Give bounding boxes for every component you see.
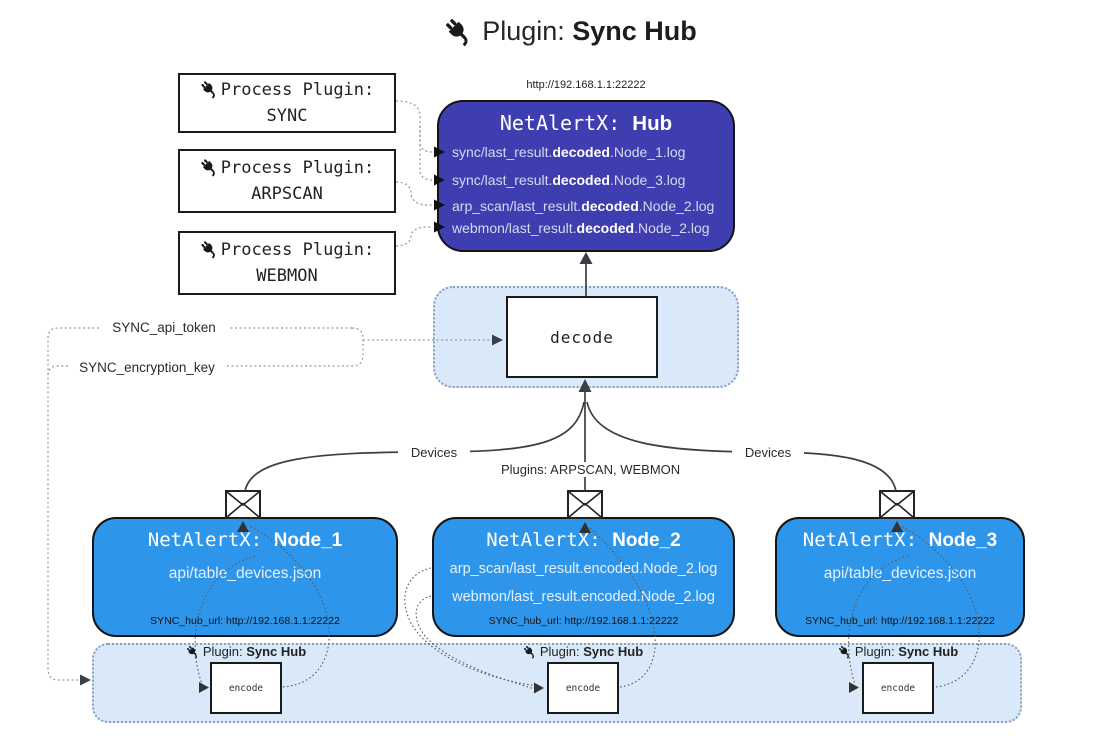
hub-box: NetAlertX: Hub sync/last_result.decoded.… [437,100,735,252]
edge-label-plugins-mid: Plugins: ARPSCAN, WEBMON [498,462,680,477]
edge-label-devices-left: Devices [398,445,470,460]
setting-label-sync-api-token: SYNC_api_token [100,320,228,335]
node-file: arp_scan/last_result.encoded.Node_2.log [449,561,718,577]
plug-icon [199,240,219,260]
process-plugin-box-webmon: Process Plugin: WEBMON [178,231,396,295]
decode-box: decode [506,296,658,378]
node-title: NetAlertX: Node_1 [147,529,343,551]
plug-icon [522,644,537,659]
plug-icon [199,80,219,100]
plug-icon [199,158,219,178]
node-file: webmon/last_result.encoded.Node_2.log [452,589,715,605]
title-prefix: Plugin: [482,16,565,46]
node-box-node-2: NetAlertX: Node_2 arp_scan/last_result.e… [432,517,735,637]
node-file: api/table_devices.json [823,565,977,582]
envelope-icon [879,490,915,519]
process-plugin-label: Process Plugin: [220,157,375,178]
encode-band-plugin-label: Plugin: Sync Hub [503,644,663,659]
node-title: NetAlertX: Node_2 [486,529,681,551]
node-hub-url: SYNC_hub_url: http://192.168.1.1:22222 [805,615,995,627]
process-plugin-label: Process Plugin: [220,239,375,260]
node-hub-url: SYNC_hub_url: http://192.168.1.1:22222 [488,615,679,627]
envelope-icon [225,490,261,519]
encode-band-plugin-label: Plugin: Sync Hub [166,644,326,659]
hub-log-line: arp_scan/last_result.decoded.Node_2.log [452,198,715,214]
process-plugin-label: Process Plugin: [220,79,375,100]
encode-box: encode [547,662,619,714]
process-plugin-name: ARPSCAN [251,184,323,204]
encode-band-plugin-label: Plugin: Sync Hub [818,644,978,659]
node-title: NetAlertX: Node_3 [802,529,998,551]
node-box-node-1: NetAlertX: Node_1 api/table_devices.json… [92,517,398,637]
process-plugin-name: WEBMON [256,266,318,286]
hub-title-name: Hub [632,112,673,135]
hub-log-line: webmon/last_result.decoded.Node_2.log [452,220,710,236]
hub-log-line: sync/last_result.decoded.Node_1.log [452,144,686,160]
plug-icon [837,644,852,659]
title-name: Sync Hub [572,16,697,46]
node-box-node-3: NetAlertX: Node_3 api/table_devices.json… [775,517,1025,637]
process-plugin-name: SYNC [266,106,308,126]
hub-title: NetAlertX: Hub [439,111,733,136]
encode-box: encode [210,662,282,714]
hub-log-line: sync/last_result.decoded.Node_3.log [452,172,686,188]
page-title-text: Plugin: Sync Hub [482,16,697,47]
process-plugin-box-sync: Process Plugin: SYNC [178,73,396,133]
edge-label-devices-right: Devices [732,445,804,460]
encode-box: encode [862,662,934,714]
plug-icon [444,16,475,47]
plug-icon [185,644,200,659]
hub-title-prefix: NetAlertX: [499,111,621,135]
hub-url: http://192.168.1.1:22222 [526,79,646,91]
page-title: Plugin: Sync Hub [12,16,1117,47]
setting-label-sync-encryption-key: SYNC_encryption_key [68,360,226,375]
envelope-icon [567,490,603,519]
node-hub-url: SYNC_hub_url: http://192.168.1.1:22222 [150,615,340,627]
node-file: api/table_devices.json [168,565,322,582]
process-plugin-box-arpscan: Process Plugin: ARPSCAN [178,149,396,213]
